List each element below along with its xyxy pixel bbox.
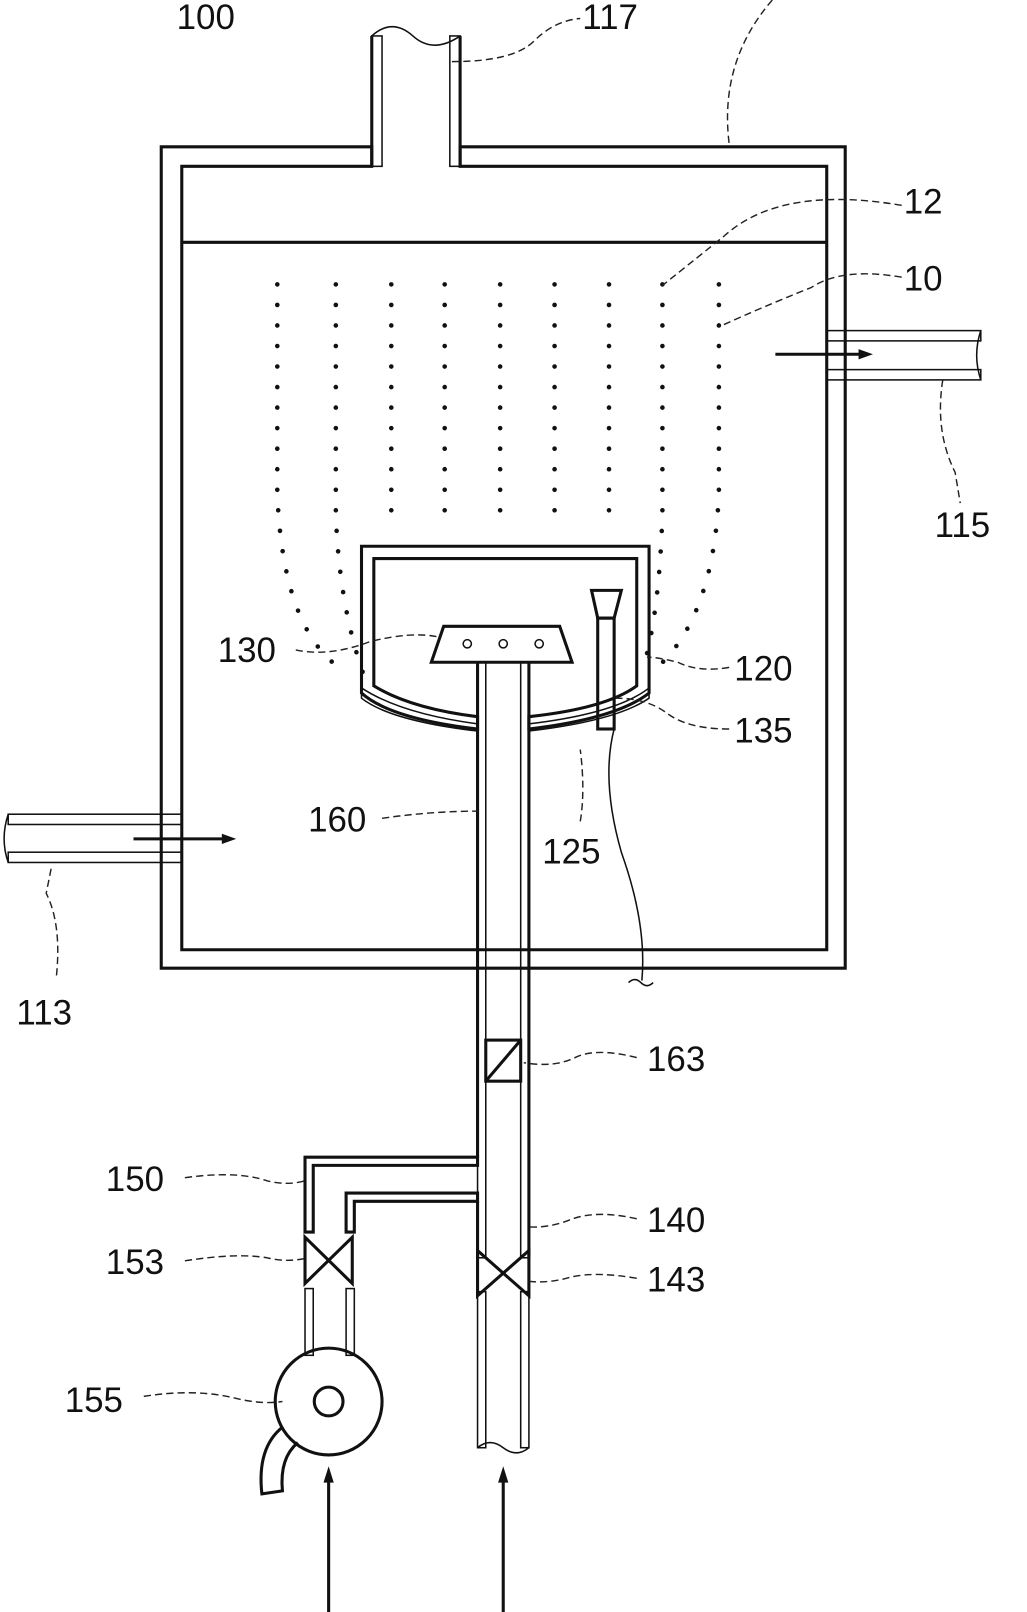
label-125: 125 — [542, 833, 600, 872]
branch-pipe — [305, 1157, 478, 1232]
inlet-pipe — [4, 814, 236, 862]
igniter — [592, 590, 654, 985]
chamber-bottom-insulation — [362, 688, 650, 731]
valve-143 — [478, 1251, 529, 1296]
label-120: 120 — [734, 650, 792, 689]
burner — [431, 626, 572, 662]
valve-153 — [305, 1237, 352, 1283]
outlet-pipe — [775, 331, 980, 380]
label-163: 163 — [647, 1040, 705, 1079]
label-153: 153 — [106, 1243, 164, 1282]
label-100: 100 — [177, 0, 235, 37]
label-130: 130 — [218, 631, 276, 670]
pump — [261, 1289, 382, 1494]
heat-flow-dots — [277, 284, 719, 677]
exhaust-pipe — [372, 27, 460, 167]
label-113: 113 — [16, 994, 72, 1033]
label-135: 135 — [734, 711, 792, 750]
flow-arrows — [324, 1466, 509, 1612]
label-117: 117 — [582, 0, 638, 37]
label-160: 160 — [308, 801, 366, 840]
igniter-wire — [609, 729, 643, 981]
check-valve — [486, 1040, 521, 1081]
label-155: 155 — [65, 1381, 123, 1420]
label-140: 140 — [647, 1201, 705, 1240]
combustion-chamber — [362, 546, 650, 731]
label-10: 10 — [904, 260, 943, 299]
label-143: 143 — [647, 1261, 705, 1300]
label-115: 115 — [935, 506, 991, 545]
label-150: 150 — [106, 1160, 164, 1199]
label-12: 12 — [904, 183, 943, 222]
